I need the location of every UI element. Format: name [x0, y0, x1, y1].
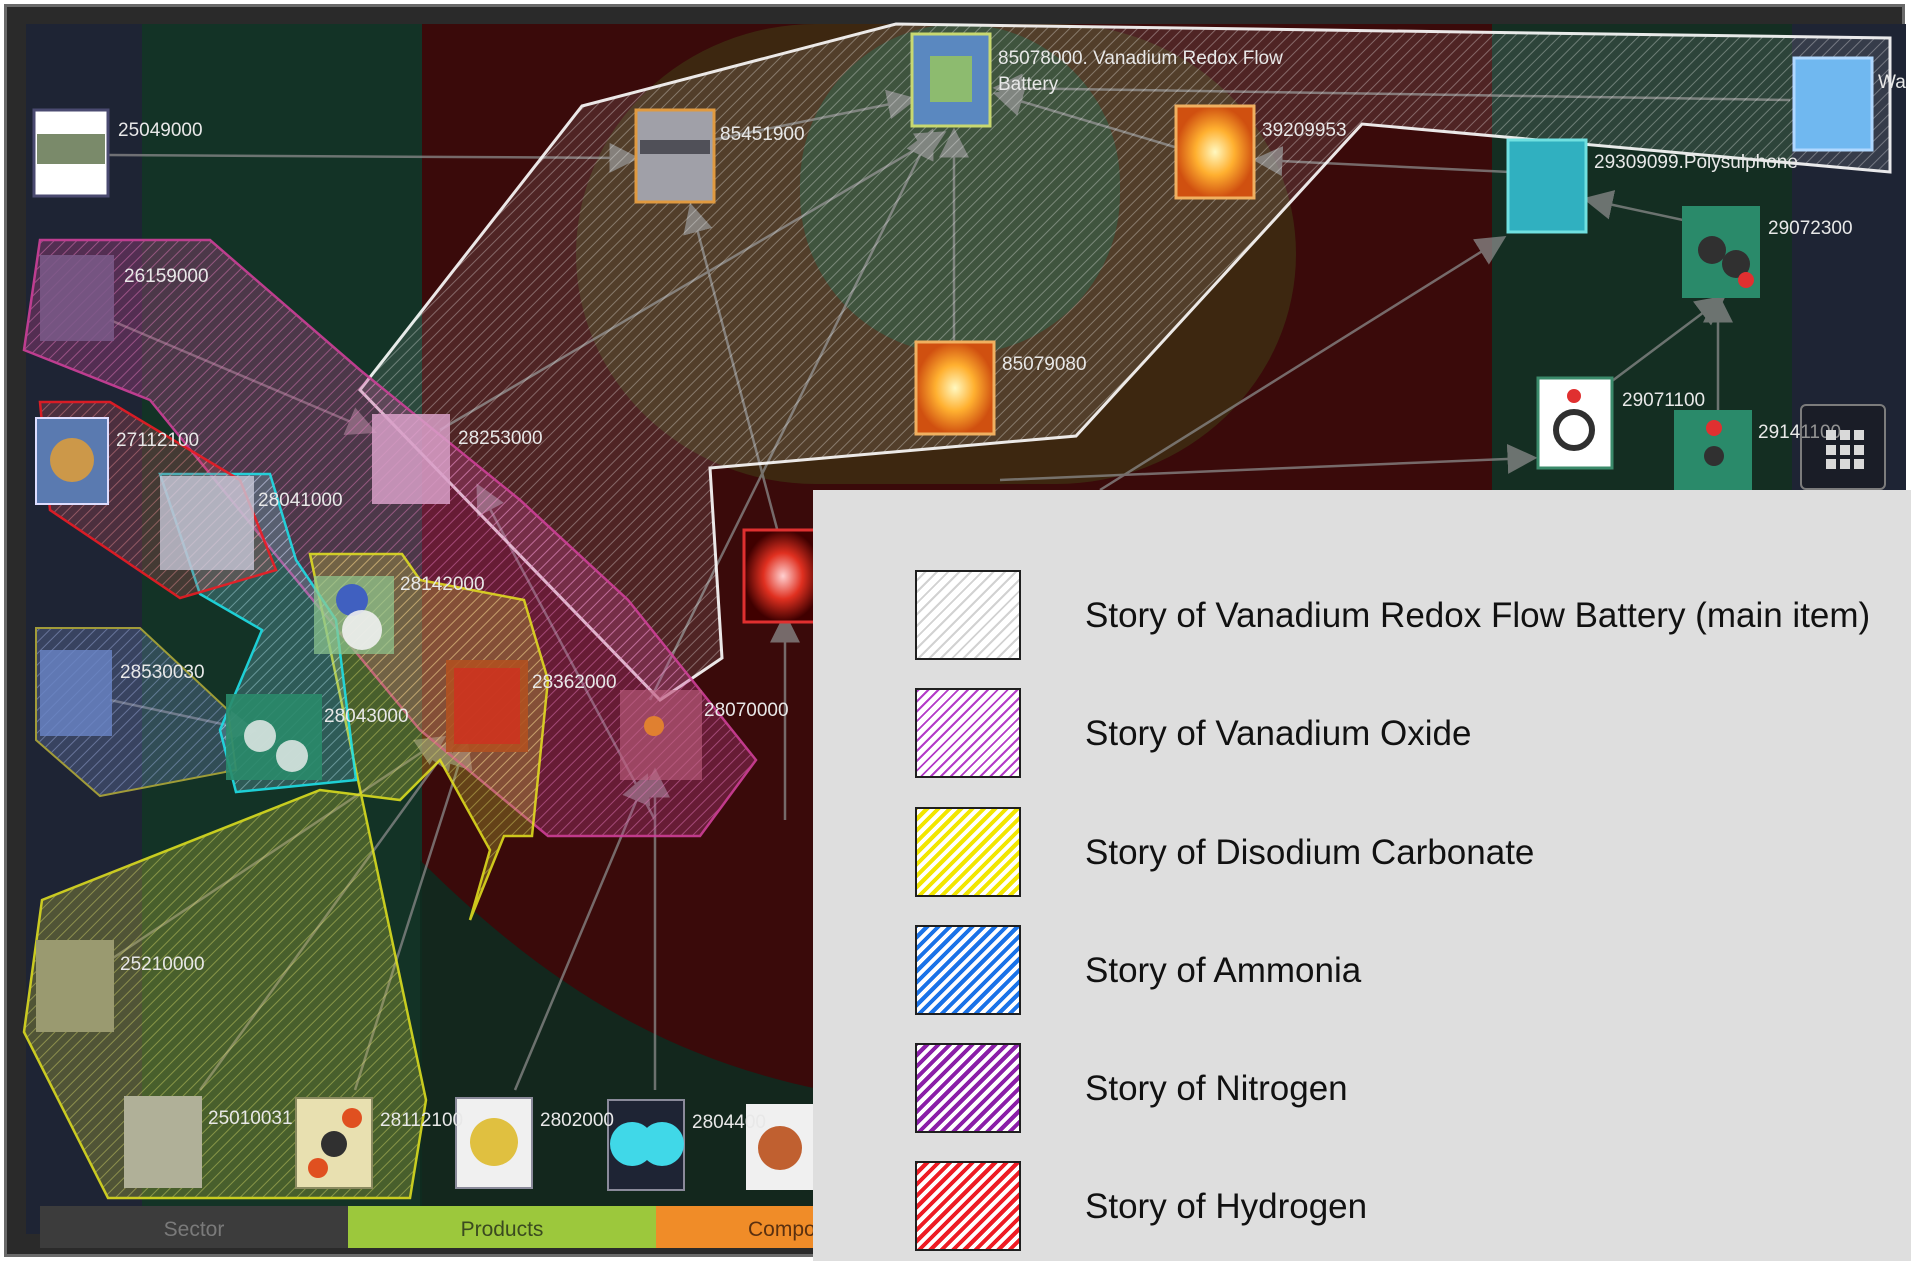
- node-29072300-atom: [1738, 272, 1754, 288]
- node-26159000[interactable]: [40, 255, 114, 341]
- bottom-bar: Sector Products Compo: [40, 1206, 816, 1248]
- node-label: 29309099.Polysulphone: [1594, 152, 1798, 173]
- legend-label: Story of Hydrogen: [1085, 1161, 1875, 1253]
- tab-products-label: Products: [461, 1218, 544, 1241]
- node-red-light[interactable]: [744, 530, 822, 622]
- node-label: 25210000: [120, 954, 205, 975]
- node-label: 27112100: [116, 430, 199, 451]
- node-label: 28530030: [120, 662, 205, 683]
- node-28142000-atom: [342, 610, 382, 650]
- legend-item-vanadium-oxide: Story of Vanadium Oxide: [915, 688, 1875, 780]
- grid-menu-icon[interactable]: [1800, 404, 1886, 490]
- node-28112100-atom: [308, 1158, 328, 1178]
- node-28112100-atom: [342, 1108, 362, 1128]
- legend-item-disodium-carbonate: Story of Disodium Carbonate: [915, 807, 1875, 899]
- grid-menu-dots: [1826, 430, 1866, 470]
- node-label: 28043000: [324, 706, 409, 727]
- node-28070000-atom: [644, 716, 664, 736]
- node-28070000[interactable]: [620, 690, 702, 780]
- node-label: 28253000: [458, 428, 543, 449]
- node-label: 85079080: [1002, 354, 1087, 375]
- node-28112100-atom: [321, 1131, 347, 1157]
- node-label: Wa: [1878, 72, 1906, 93]
- node-label: 29072300: [1768, 218, 1853, 239]
- legend-label: Story of Disodium Carbonate: [1085, 807, 1875, 899]
- tab-sector-label: Sector: [164, 1218, 225, 1241]
- node-2802000-image: [470, 1118, 518, 1166]
- node-29309099[interactable]: [1508, 140, 1586, 232]
- legend-item-ammonia: Story of Ammonia: [915, 925, 1875, 1017]
- node-label: 2804400: [692, 1112, 766, 1133]
- node-28043000-atom: [244, 720, 276, 752]
- node-2804400-atom: [640, 1122, 684, 1166]
- node-label: 85078000. Vanadium Redox Flow: [998, 48, 1283, 69]
- node-85078000-image: [930, 56, 972, 102]
- node-label: 39209953: [1262, 120, 1347, 141]
- node-27112100-image: [50, 438, 94, 482]
- node-label: 28070000: [704, 700, 789, 721]
- node-label: 28142000: [400, 574, 485, 595]
- node-label: 28041000: [258, 490, 343, 511]
- node-28362000-image: [454, 668, 520, 744]
- legend-swatch: [915, 1043, 1021, 1133]
- node-label: 85451900: [720, 124, 805, 145]
- node-label: 26159000: [124, 266, 209, 287]
- node-25210000[interactable]: [36, 940, 114, 1032]
- legend-swatch: [915, 570, 1021, 660]
- node-label: 29071100: [1622, 390, 1705, 411]
- node-wa[interactable]: [1794, 58, 1872, 150]
- legend-swatch: [915, 807, 1021, 897]
- node-85451900-image: [640, 140, 710, 154]
- node-29141100-atom: [1706, 420, 1722, 436]
- legend-panel: Story of Vanadium Redox Flow Battery (ma…: [813, 490, 1911, 1261]
- node-28253000[interactable]: [372, 414, 450, 504]
- node-28043000-atom: [276, 740, 308, 772]
- node-label: 25010031: [208, 1108, 293, 1129]
- tab-components-label: Compo: [748, 1218, 816, 1241]
- legend-label: Story of Vanadium Redox Flow Battery (ma…: [1085, 570, 1875, 662]
- node-28041000[interactable]: [160, 476, 254, 570]
- node-39209953[interactable]: [1176, 106, 1254, 198]
- legend-swatch: [915, 925, 1021, 1015]
- legend-swatch: [915, 688, 1021, 778]
- node-25049000-image: [37, 134, 105, 164]
- node-29071100-atom: [1567, 389, 1581, 403]
- legend-swatch: [915, 1161, 1021, 1251]
- node-85079080[interactable]: [916, 342, 994, 434]
- node-label: 25049000: [118, 120, 203, 141]
- legend-label: Story of Nitrogen: [1085, 1043, 1875, 1135]
- node-label: 28362000: [532, 672, 617, 693]
- legend-label: Story of Vanadium Oxide: [1085, 688, 1875, 780]
- node-25010031[interactable]: [124, 1096, 202, 1188]
- legend-item-vanadium-redox-flow-battery: Story of Vanadium Redox Flow Battery (ma…: [915, 570, 1875, 662]
- node-28530030[interactable]: [40, 650, 112, 736]
- legend-label: Story of Ammonia: [1085, 925, 1875, 1017]
- node-85451900[interactable]: [636, 110, 714, 202]
- node-label: 28112100: [380, 1110, 463, 1131]
- node-label: Battery: [998, 74, 1059, 95]
- node-label: 2802000: [540, 1110, 614, 1131]
- node-29141100-atom: [1704, 446, 1724, 466]
- legend-item-nitrogen: Story of Nitrogen: [915, 1043, 1875, 1135]
- legend-item-hydrogen: Story of Hydrogen: [915, 1161, 1875, 1253]
- node-29072300-atom: [1698, 236, 1726, 264]
